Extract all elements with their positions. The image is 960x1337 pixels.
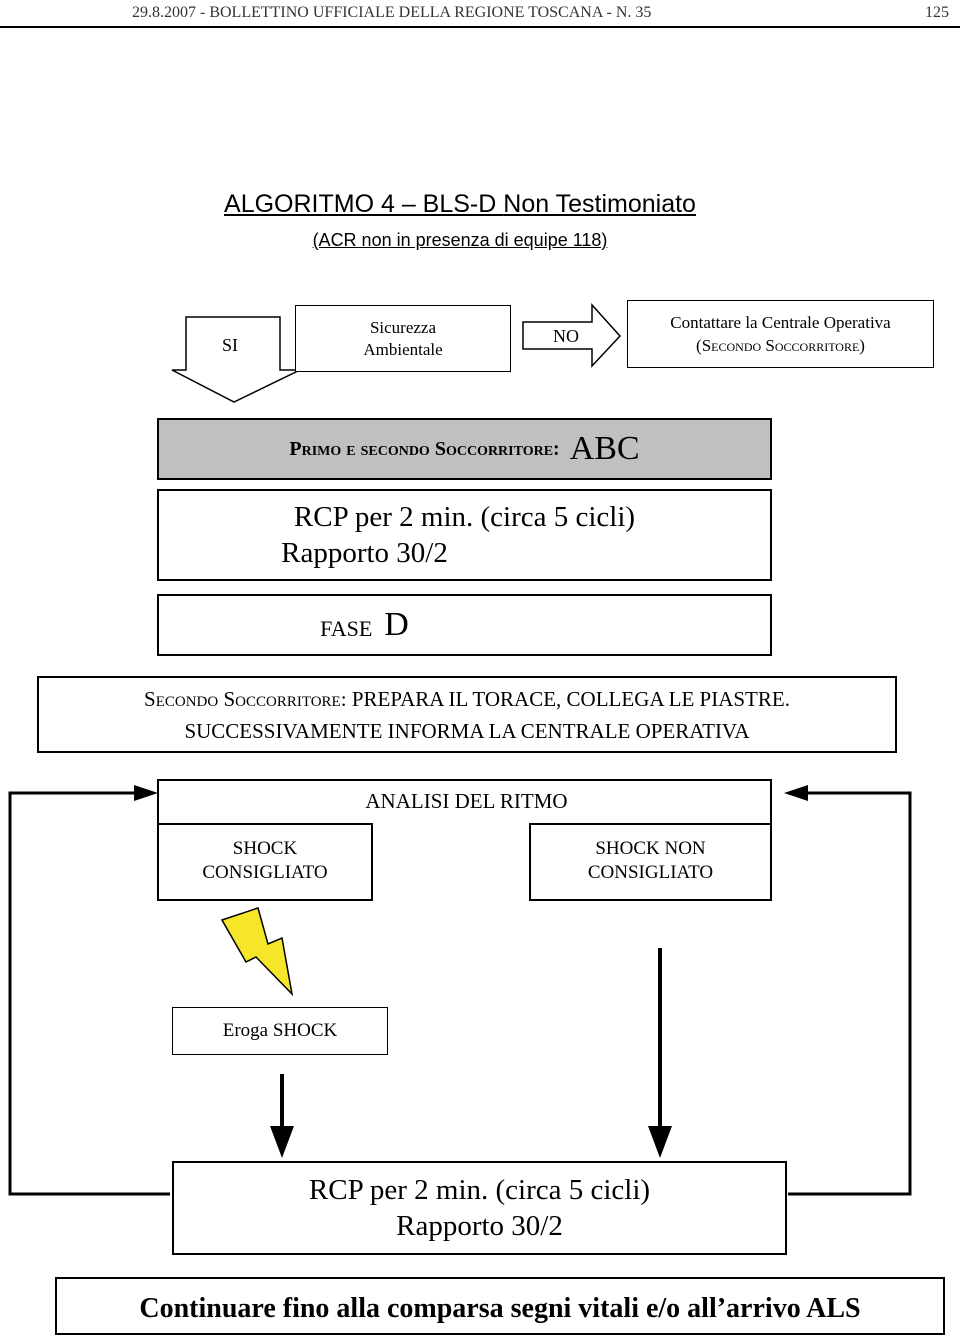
left-loop-arrowhead bbox=[134, 785, 158, 801]
safety-box: Sicurezza Ambientale bbox=[295, 305, 511, 372]
final-box: Continuare fino alla comparsa segni vita… bbox=[55, 1277, 945, 1335]
no-right-arrow bbox=[522, 303, 622, 368]
secondo-line1: Secondo Soccorritore: PREPARA IL TORACE,… bbox=[144, 683, 790, 715]
rcp-box-1: RCP per 2 min. (circa 5 cicli) Rapporto … bbox=[157, 489, 772, 581]
rcp-box-2: RCP per 2 min. (circa 5 cicli) Rapporto … bbox=[172, 1161, 787, 1255]
secondo-line2: SUCCESSIVAMENTE INFORMA LA CENTRALE OPER… bbox=[184, 718, 750, 743]
contact-line1: Contattare la Centrale Operativa bbox=[670, 313, 891, 332]
contact-box: Contattare la Centrale Operativa (Second… bbox=[627, 300, 934, 368]
secondo-prefix: Secondo Soccorritore: bbox=[144, 686, 347, 711]
analisi-divider-right bbox=[529, 823, 772, 825]
analisi-box: ANALISI DEL RITMO bbox=[157, 779, 772, 825]
rcp-1-line2: Rapporto 30/2 bbox=[281, 537, 448, 569]
noshock-down-arrowhead bbox=[648, 1126, 672, 1158]
no-label: NO bbox=[553, 325, 579, 346]
abc-value: ABC bbox=[569, 430, 640, 467]
noshock-line2: CONSIGLIATO bbox=[587, 862, 714, 883]
analisi-divider-left bbox=[157, 823, 373, 825]
analisi-title: ANALISI DEL RITMO bbox=[365, 789, 568, 813]
title-part2: Non Testimoniato bbox=[503, 190, 696, 218]
shock-line2: CONSIGLIATO bbox=[202, 862, 328, 883]
fase-box: FASE D bbox=[157, 594, 772, 656]
safety-line1: Sicurezza bbox=[369, 317, 437, 337]
fase-letter: D bbox=[384, 606, 409, 643]
secondo-box: Secondo Soccorritore: PREPARA IL TORACE,… bbox=[37, 676, 897, 753]
secondo-line1-rest: PREPARA IL TORACE, COLLEGA LE PIASTRE. bbox=[346, 686, 790, 711]
right-loop-line bbox=[788, 791, 912, 1196]
noshock-line1: SHOCK NON bbox=[595, 838, 706, 859]
eroga-shock-box: Eroga SHOCK bbox=[172, 1007, 388, 1055]
page-number: 125 bbox=[925, 4, 949, 21]
page-header: 29.8.2007 - BOLLETTINO UFFICIALE DELLA R… bbox=[0, 0, 960, 30]
shock-non-consigliato-box: SHOCK NON CONSIGLIATO bbox=[529, 823, 772, 901]
header-title: 29.8.2007 - BOLLETTINO UFFICIALE DELLA R… bbox=[132, 4, 652, 21]
header-rule bbox=[0, 26, 960, 28]
safety-line2: Ambientale bbox=[363, 339, 443, 359]
shock-line1: SHOCK bbox=[232, 838, 298, 859]
rcp-2-line1: RCP per 2 min. (circa 5 cicli) bbox=[308, 1174, 651, 1206]
page-subtitle: (ACR non in presenza di equipe 118) bbox=[312, 230, 608, 250]
eroga-down-arrowhead bbox=[270, 1126, 294, 1158]
abc-box: Primo e secondo Soccorritore: ABC bbox=[157, 418, 772, 480]
rcp-2-line2: Rapporto 30/2 bbox=[396, 1210, 563, 1242]
abc-label: Primo e secondo Soccorritore: bbox=[289, 437, 560, 460]
fase-label: FASE bbox=[320, 616, 373, 641]
contact-line2: (Secondo Soccorritore) bbox=[696, 336, 865, 355]
title-part1: ALGORITMO 4 – BLS-D bbox=[224, 190, 504, 218]
page-title: ALGORITMO 4 – BLS-D Non Testimoniato bbox=[0, 190, 920, 219]
shock-consigliato-box: SHOCK CONSIGLIATO bbox=[157, 823, 373, 901]
si-label: SI bbox=[221, 334, 238, 355]
lightning-icon bbox=[220, 907, 294, 997]
left-loop-line bbox=[8, 791, 170, 1196]
right-loop-arrowhead bbox=[784, 785, 808, 801]
si-down-arrow bbox=[171, 316, 301, 403]
rcp-1-line1: RCP per 2 min. (circa 5 cicli) bbox=[293, 501, 636, 533]
